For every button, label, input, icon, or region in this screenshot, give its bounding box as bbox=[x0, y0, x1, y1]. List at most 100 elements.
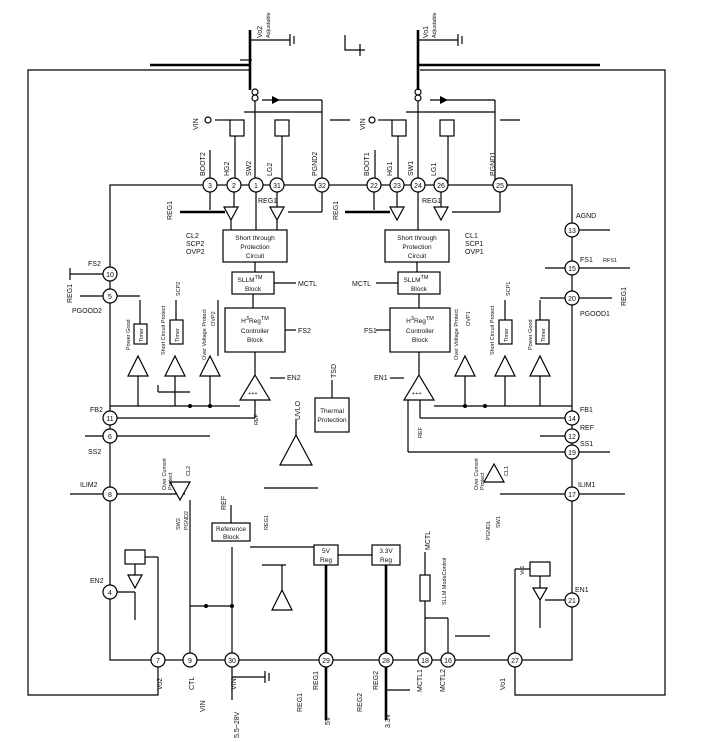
svg-text:2: 2 bbox=[232, 183, 236, 190]
svg-text:BOOT1: BOOT1 bbox=[364, 152, 371, 176]
svg-text:Reg: Reg bbox=[380, 557, 392, 564]
svg-text:FS1: FS1 bbox=[580, 257, 593, 264]
vo2-adjustable-sub: Adjustable bbox=[266, 12, 272, 38]
sllm-mode-control-resistor bbox=[419, 574, 431, 602]
svg-text:PGOOD1: PGOOD1 bbox=[580, 311, 610, 318]
svg-text:H3RegTM: H3RegTM bbox=[241, 316, 269, 325]
svg-text:Over Current: Over Current bbox=[474, 458, 480, 490]
svg-text:REG1: REG1 bbox=[264, 515, 270, 530]
vin-bottom-label: VIN bbox=[200, 700, 207, 712]
svg-text:Block: Block bbox=[223, 534, 240, 541]
svg-text:H3RegTM: H3RegTM bbox=[406, 316, 434, 325]
svg-text:27: 27 bbox=[511, 658, 519, 665]
en1-switch bbox=[529, 561, 551, 577]
svg-text:SW2: SW2 bbox=[246, 161, 253, 176]
svg-text:Circuit: Circuit bbox=[408, 253, 427, 260]
svg-text:UVLO: UVLO bbox=[295, 400, 302, 420]
reg1-label-2: REG1 bbox=[167, 201, 174, 220]
svg-text:BOOT2: BOOT2 bbox=[200, 152, 207, 176]
svg-text:Reference: Reference bbox=[216, 526, 246, 533]
svg-text:31: 31 bbox=[273, 183, 281, 190]
protection-comparators-2: Timer Timer Power Good Short Circuit Pro… bbox=[110, 282, 301, 425]
svg-text:FS1: FS1 bbox=[364, 328, 377, 335]
svg-text:MCTL1: MCTL1 bbox=[417, 669, 424, 692]
uvlo-comparator bbox=[279, 433, 313, 466]
over-current-comparator-1 bbox=[482, 462, 506, 483]
svg-text:VIN: VIN bbox=[231, 678, 238, 690]
svg-text:Vo1: Vo1 bbox=[520, 566, 526, 575]
pin-31: 31 LG2 bbox=[267, 163, 285, 193]
svg-text:REF: REF bbox=[254, 413, 260, 425]
svg-text:3.3V: 3.3V bbox=[385, 713, 392, 728]
svg-text:LG2: LG2 bbox=[267, 163, 274, 176]
en2-switch bbox=[124, 549, 146, 565]
svg-text:PGND1: PGND1 bbox=[486, 521, 492, 540]
svg-text:5V: 5V bbox=[325, 716, 332, 725]
svg-text:Protection: Protection bbox=[317, 417, 347, 424]
driver-1: REG1 REG1 Short through Protection Circu… bbox=[333, 192, 501, 353]
svg-text:FB1: FB1 bbox=[580, 407, 593, 414]
over-current-comparator-2 bbox=[168, 481, 192, 502]
svg-text:Block: Block bbox=[411, 286, 428, 293]
svg-text:OVP2: OVP2 bbox=[211, 311, 217, 326]
svg-text:Protection: Protection bbox=[240, 244, 270, 251]
center-top-symbol bbox=[344, 35, 365, 51]
svg-text:SW1: SW1 bbox=[408, 161, 415, 176]
svg-text:SW2: SW2 bbox=[176, 518, 182, 530]
svg-text:MCTL: MCTL bbox=[298, 281, 317, 288]
svg-text:Over Voltage Protect: Over Voltage Protect bbox=[454, 309, 460, 360]
svg-text:Short through: Short through bbox=[397, 235, 437, 242]
svg-text:AGND: AGND bbox=[576, 213, 596, 220]
svg-text:18: 18 bbox=[421, 658, 429, 665]
svg-text:7: 7 bbox=[156, 658, 160, 665]
svg-text:Short Circuit Protect: Short Circuit Protect bbox=[490, 305, 496, 355]
vo2-adjustable-label: Vo2 bbox=[257, 26, 264, 38]
vo2-feedback-loop bbox=[27, 69, 250, 696]
svg-text:SLLMTM: SLLMTM bbox=[238, 275, 263, 284]
svg-text:MCTL: MCTL bbox=[352, 281, 371, 288]
svg-text:11: 11 bbox=[106, 416, 113, 423]
pin-26: 26 LG1 bbox=[431, 163, 449, 193]
svg-text:Protect: Protect bbox=[480, 472, 486, 490]
svg-text:Over Current: Over Current bbox=[162, 458, 168, 490]
svg-text:Short through: Short through bbox=[235, 235, 275, 242]
svg-text:REG1: REG1 bbox=[297, 693, 304, 712]
svg-text:CTL: CTL bbox=[189, 677, 196, 690]
vin-label-1: VIN bbox=[360, 118, 367, 130]
svg-text:29: 29 bbox=[322, 658, 330, 665]
short-through-protection-1 bbox=[384, 229, 450, 263]
svg-text:LG1: LG1 bbox=[431, 163, 438, 176]
svg-text:26: 26 bbox=[437, 183, 445, 190]
svg-text:20: 20 bbox=[568, 296, 576, 303]
svg-text:Vo2: Vo2 bbox=[157, 678, 164, 690]
svg-text:Protection: Protection bbox=[402, 244, 432, 251]
svg-text:19: 19 bbox=[568, 450, 576, 457]
svg-text:17: 17 bbox=[568, 492, 576, 499]
svg-text:SLLM ModeControl: SLLM ModeControl bbox=[442, 558, 448, 605]
svg-text:5: 5 bbox=[108, 294, 112, 301]
svg-text:REG1: REG1 bbox=[313, 671, 320, 690]
svg-text:HG2: HG2 bbox=[224, 162, 231, 177]
svg-text:EN2: EN2 bbox=[90, 578, 104, 585]
svg-text:EN1: EN1 bbox=[575, 587, 589, 594]
svg-text:Reg: Reg bbox=[320, 557, 332, 564]
thermal-protection-block bbox=[314, 397, 350, 433]
svg-text:RFS1: RFS1 bbox=[603, 258, 617, 264]
svg-text:6: 6 bbox=[108, 434, 112, 441]
svg-text:Short Circuit Protect: Short Circuit Protect bbox=[161, 305, 167, 355]
h3reg-controller-1 bbox=[389, 307, 451, 353]
